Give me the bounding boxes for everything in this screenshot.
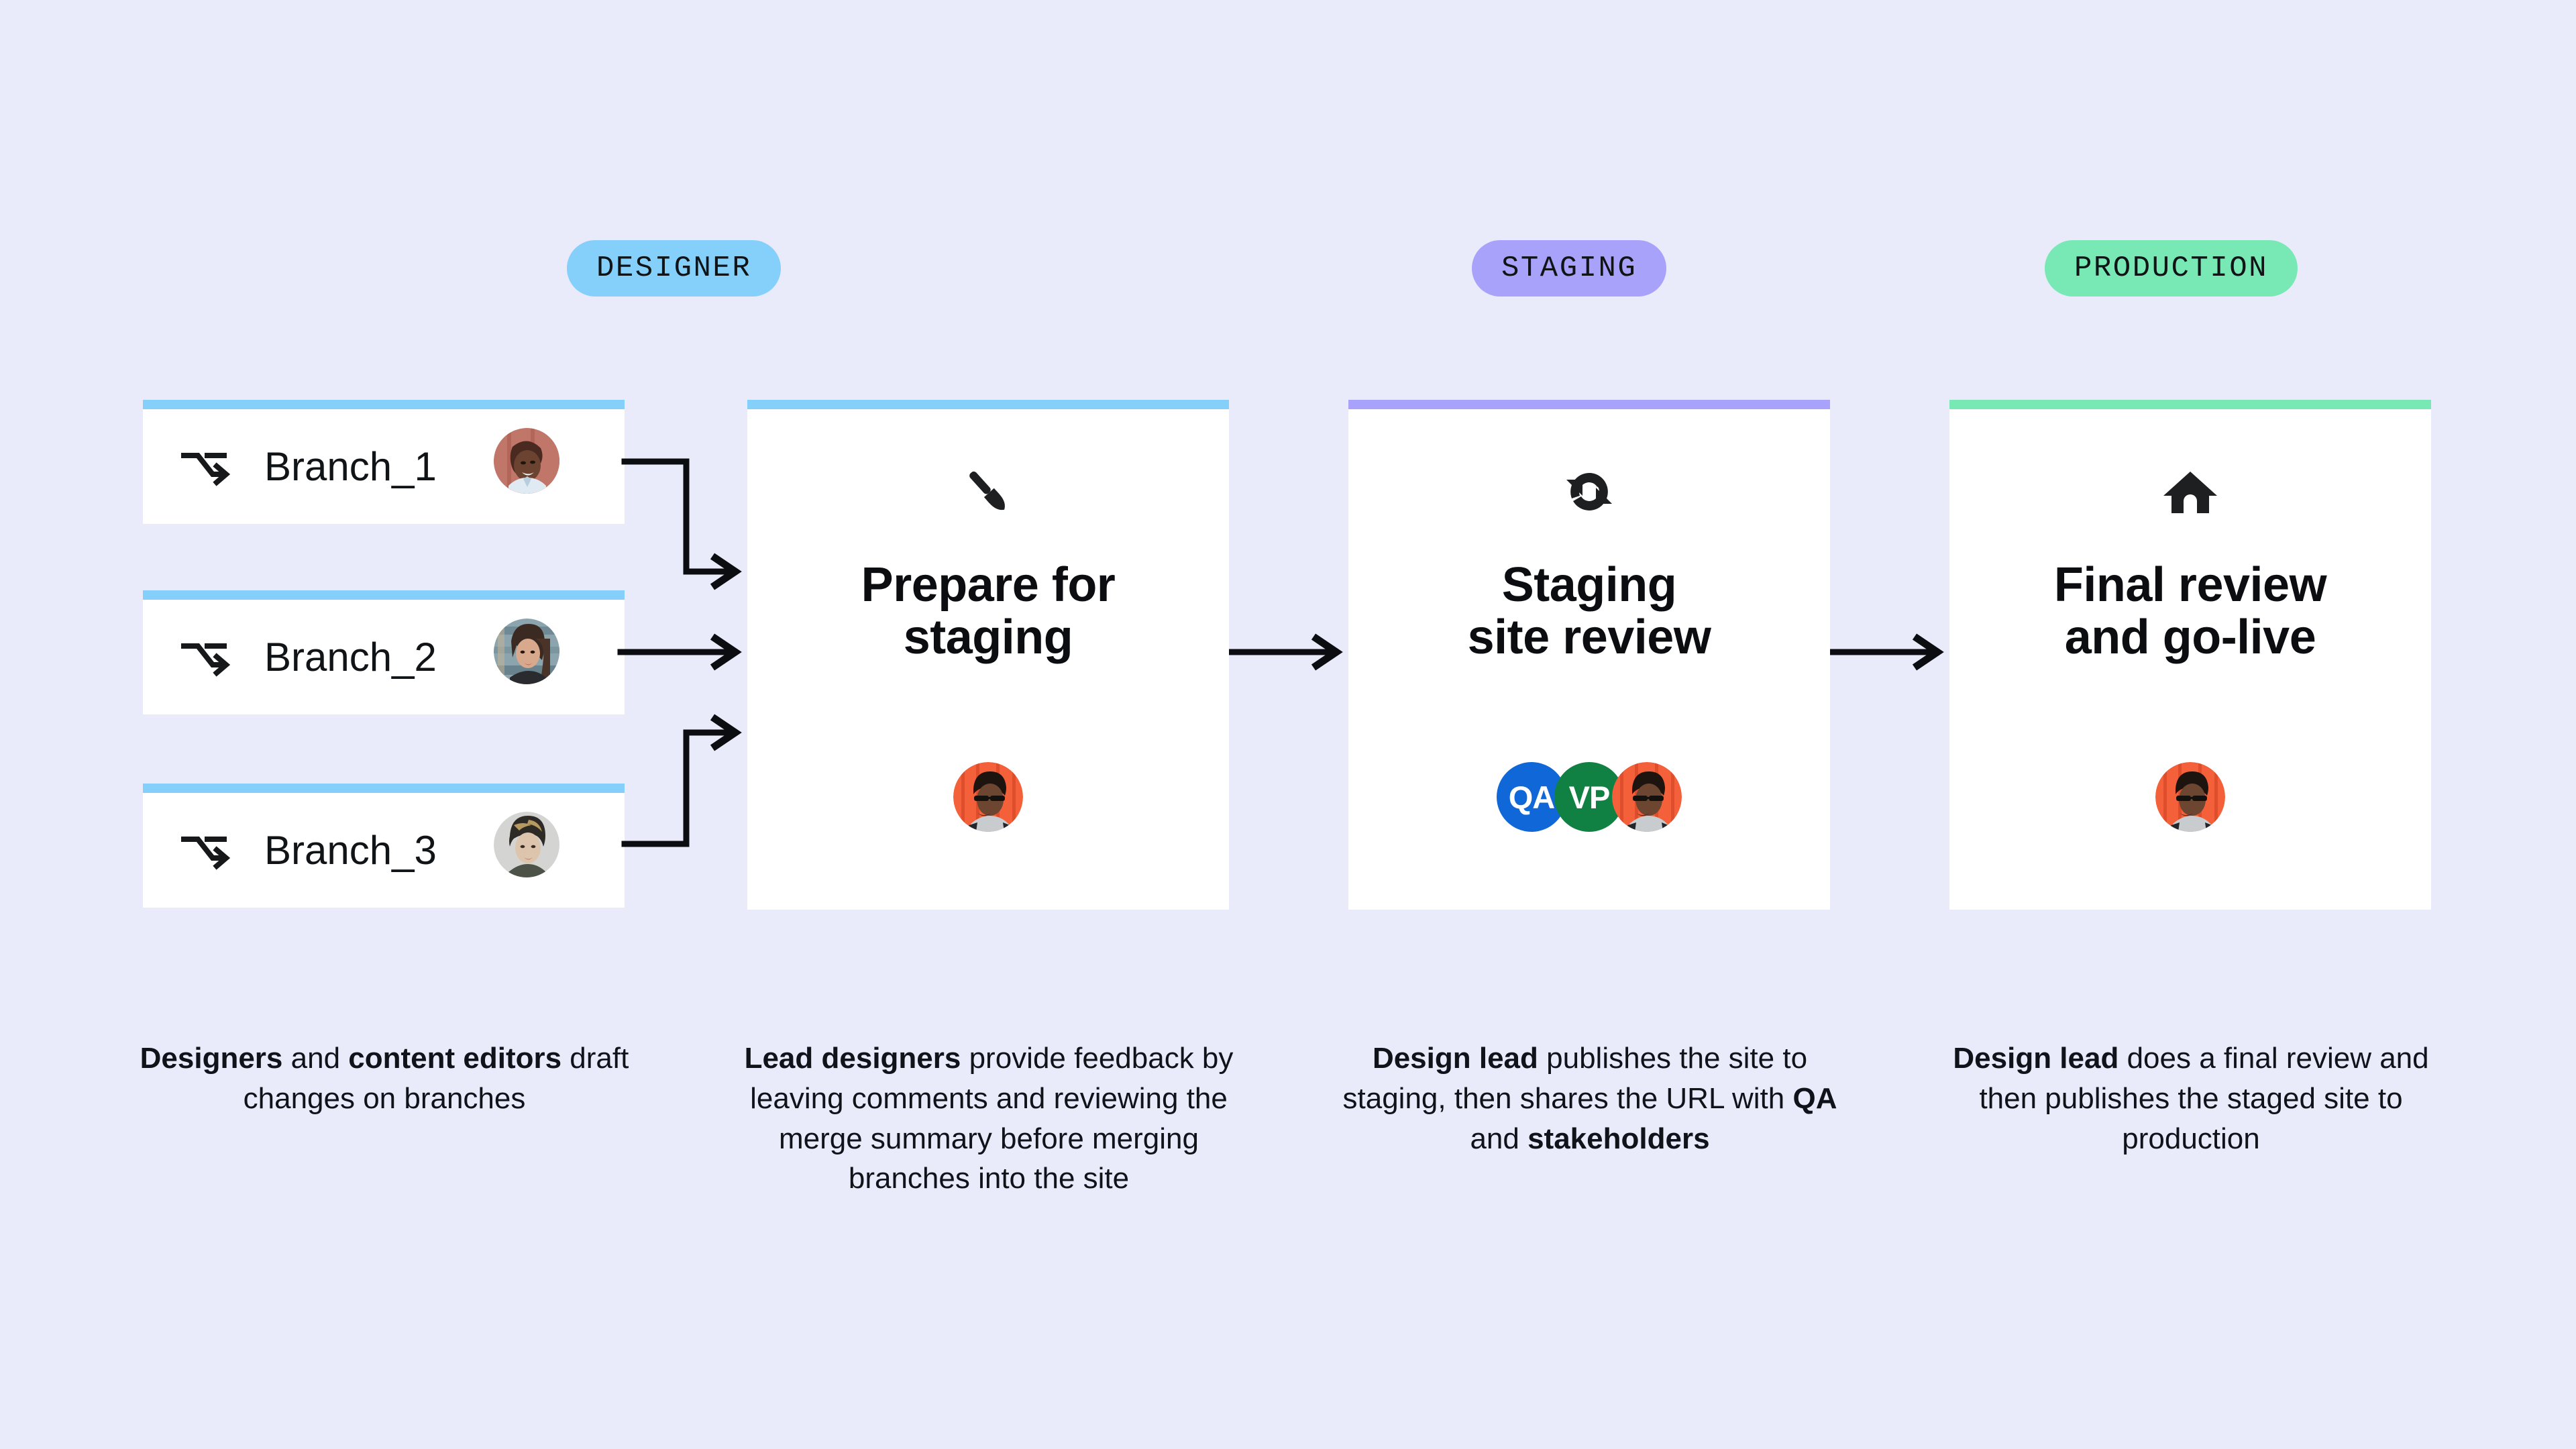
qa-avatar-initials: QA — [1508, 779, 1555, 815]
step-card-prepare-for-staging[interactable]: Prepare for staging — [747, 400, 1229, 910]
phase-badge-designer: DESIGNER — [567, 240, 782, 297]
step-icon-wrap — [1557, 455, 1621, 529]
phase-badge-label: PRODUCTION — [2074, 252, 2269, 285]
lead-designer-avatar — [953, 762, 1023, 832]
caption-emphasis: content editors — [348, 1042, 562, 1075]
step-avatar-group — [747, 762, 1229, 832]
step-title: Prepare for staging — [861, 558, 1116, 664]
arrow-staging-to-production — [1829, 633, 1944, 671]
caption-emphasis: Lead designers — [744, 1042, 961, 1075]
phase-badge-label: STAGING — [1501, 252, 1638, 285]
step-card-final-review-and-go-live[interactable]: Final review and go-live — [1949, 400, 2431, 910]
step-title: Staging site review — [1467, 558, 1711, 664]
caption-emphasis: Design lead — [1372, 1042, 1538, 1075]
branch-card[interactable]: Branch_2 — [143, 590, 625, 714]
branch-label: Branch_2 — [264, 635, 437, 680]
caption-emphasis: Design lead — [1953, 1042, 2119, 1075]
step-card-staging-site-review[interactable]: Staging site review QA VP — [1348, 400, 1830, 910]
arrow-branch-3-to-prepare — [621, 714, 742, 847]
design-lead-avatar — [1612, 762, 1682, 832]
designer-avatar-2 — [494, 619, 559, 684]
caption-text: provide feedback by leaving comments and… — [750, 1042, 1234, 1195]
phase-badge-label: DESIGNER — [596, 252, 752, 285]
phase-badge-production: PRODUCTION — [2045, 240, 2298, 297]
step-caption: Lead designers provide feedback by leavi… — [720, 1038, 1257, 1199]
step-avatar-group: QA VP — [1348, 762, 1830, 832]
arrow-branch-2-to-prepare — [617, 633, 742, 671]
vp-avatar: VP — [1554, 762, 1624, 832]
branch-merge-icon — [180, 441, 232, 493]
branch-card[interactable]: Branch_1 — [143, 400, 625, 524]
step-caption: Designers and content editors draft chan… — [129, 1038, 639, 1119]
branch-card[interactable]: Branch_3 — [143, 784, 625, 908]
qa-avatar: QA — [1497, 762, 1566, 832]
step-icon-wrap — [956, 455, 1020, 529]
caption-emphasis: QA — [1792, 1081, 1837, 1115]
caption-emphasis: stakeholders — [1527, 1122, 1710, 1155]
design-lead-avatar — [2155, 762, 2225, 832]
home-icon — [2158, 460, 2222, 524]
sync-refresh-icon — [1557, 460, 1621, 524]
branch-merge-icon — [180, 631, 232, 684]
designer-avatar-1 — [494, 428, 559, 494]
phase-badge-staging: STAGING — [1472, 240, 1667, 297]
paintbrush-icon — [956, 460, 1020, 524]
step-title: Final review and go-live — [2053, 558, 2327, 664]
designer-avatar-3 — [494, 812, 559, 877]
vp-avatar-initials: VP — [1568, 779, 1611, 815]
step-avatar-group — [1949, 762, 2431, 832]
caption-text: publishes the site to staging, then shar… — [1342, 1042, 1808, 1115]
branch-label: Branch_3 — [264, 828, 437, 873]
branch-merge-icon — [180, 824, 232, 877]
caption-emphasis: Designers — [140, 1042, 283, 1075]
arrow-prepare-to-staging — [1228, 633, 1343, 671]
branch-label: Branch_1 — [264, 444, 437, 489]
arrow-branch-1-to-prepare — [621, 458, 742, 590]
caption-text: draft changes on branches — [243, 1042, 629, 1115]
caption-text: does a final review and then publishes t… — [1979, 1042, 2429, 1155]
step-icon-wrap — [2158, 455, 2222, 529]
step-caption: Design lead does a final review and then… — [1936, 1038, 2446, 1159]
caption-text: and — [282, 1042, 349, 1075]
caption-text: and — [1470, 1122, 1528, 1155]
step-caption: Design lead publishes the site to stagin… — [1335, 1038, 1845, 1159]
